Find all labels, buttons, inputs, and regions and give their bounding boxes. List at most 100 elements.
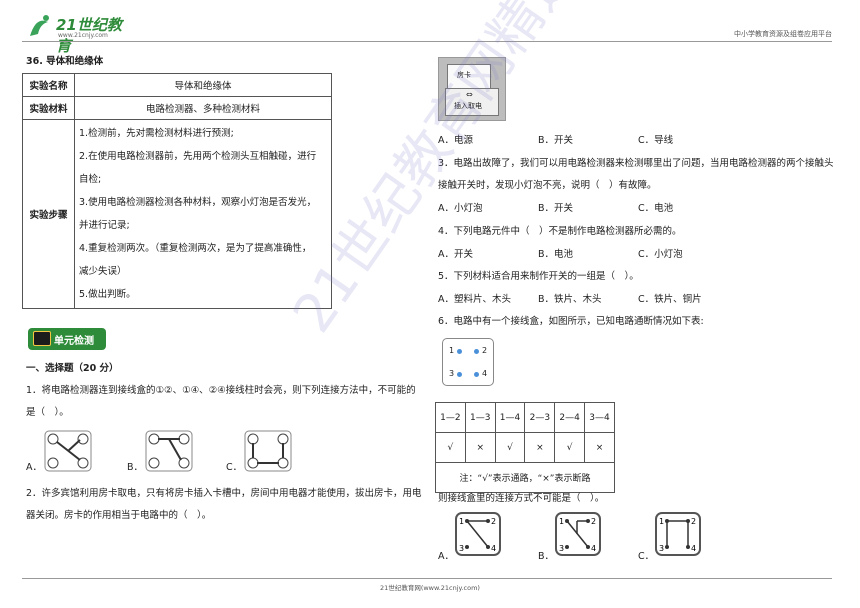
q6-diagram-a: 1 2 3 4: [455, 512, 501, 556]
q3-line: 接触开关时，发现小灯泡不亮，说明（ ）有故障。: [438, 180, 657, 191]
step-line: 2.在使用电路检测器前，先用两个检测头互相触碰，进行: [79, 151, 317, 162]
svg-text:4: 4: [491, 544, 496, 553]
card-bottom-text: 插入取电: [454, 102, 482, 110]
q1-line: 1．将电路检测器连到接线盒的①②、①④、②④接线柱时会亮，则下列连接方法中，不可…: [26, 385, 416, 396]
logo-sub-text: www.21cnjy.com: [58, 32, 108, 39]
step-line: 5.做出判断。: [79, 289, 136, 300]
conn-header: 2—4: [554, 402, 586, 433]
q2-line: 器关闭。房卡的作用相当于电路中的（ ）。: [26, 510, 212, 521]
q4-line: 4．下列电路元件中（ ）不是制作电路检测器所必需的。: [438, 226, 682, 237]
header-rule: [22, 41, 832, 42]
conn-note: 注：“√”表示通路，“×”表示断路: [435, 462, 615, 493]
svg-text:3: 3: [459, 544, 464, 553]
box-terminal-dot: [474, 372, 479, 377]
junction-box: 1 2 3 4: [442, 338, 494, 386]
box-terminal-dot: [457, 349, 462, 354]
q6-line: 则接线盒里的连接方式不可能是（ ）。: [438, 493, 605, 504]
conn-header: 3—4: [584, 402, 615, 433]
svg-text:1: 1: [559, 517, 564, 526]
q3-option[interactable]: B．开关: [538, 203, 574, 214]
q4-option[interactable]: B．电池: [538, 249, 574, 260]
q1-diagram-c: [244, 430, 292, 472]
q1-line: 是（ ）。: [26, 407, 69, 418]
box-terminal-label: 3: [449, 369, 455, 378]
svg-text:3: 3: [559, 544, 564, 553]
conn-value: √: [554, 432, 586, 463]
svg-text:1: 1: [659, 517, 664, 526]
connection-table: 1—2 1—3 1—4 2—3 2—4 3—4 √ × √ × √ × 注：“√…: [435, 402, 615, 493]
q1-option-label[interactable]: C．: [226, 462, 243, 473]
step-line: 减少失误）: [79, 266, 127, 277]
q4-option[interactable]: A．开关: [438, 249, 473, 260]
conn-value: ×: [584, 432, 615, 463]
step-line: 3.使用电路检测器检测各种材料，观察小灯泡是否发光，: [79, 197, 317, 208]
q3-option[interactable]: A．小灯泡: [438, 203, 483, 214]
q1-diagram-b: [145, 430, 193, 472]
q2-option[interactable]: A．电源: [438, 135, 473, 146]
box-terminal-label: 4: [482, 369, 488, 378]
header-right-text: 中小学教育资源及组卷应用平台: [734, 30, 832, 38]
q3-option[interactable]: C．电池: [638, 203, 674, 214]
conn-value: √: [494, 432, 526, 463]
q2-option[interactable]: B．开关: [538, 135, 574, 146]
room-card: 房卡: [447, 64, 491, 92]
logo: 21世纪教育 www.21cnjy.com: [26, 12, 136, 55]
card-slot-arrow-icon: ⇔: [466, 90, 473, 99]
q6-option-label[interactable]: B．: [538, 551, 555, 562]
step-line: 1.检测前，先对需检测材料进行预测;: [79, 128, 234, 139]
conn-header: 1—2: [435, 402, 466, 433]
q5-option[interactable]: A．塑料片、木头: [438, 294, 511, 305]
q5-option[interactable]: C．铁片、铜片: [638, 294, 702, 305]
conn-header: 1—3: [464, 402, 496, 433]
room-card-slot: 房卡 ⇔ 插入取电: [438, 57, 506, 121]
exp-key: 实验材料: [22, 96, 75, 120]
conn-header: 2—3: [524, 402, 556, 433]
unit-test-badge: 单元检测: [28, 328, 106, 350]
badge-label: 单元检测: [54, 336, 94, 347]
q4-option[interactable]: C．小灯泡: [638, 249, 683, 260]
box-terminal-label: 2: [482, 346, 488, 355]
q36-title: 36. 导体和绝缘体: [26, 56, 104, 67]
exp-value: 电路检测器、多种检测材料: [74, 96, 332, 120]
svg-text:2: 2: [491, 517, 496, 526]
q6-line: 6．电路中有一个接线盒，如图所示，已知电路通断情况如下表:: [438, 316, 704, 327]
q6-diagram-b: 1 2 3 4: [555, 512, 601, 556]
svg-text:4: 4: [691, 544, 696, 553]
q1-option-label[interactable]: A．: [26, 462, 42, 473]
box-terminal-dot: [474, 349, 479, 354]
q2-option[interactable]: C．导线: [638, 135, 674, 146]
exp-key: 实验名称: [22, 73, 75, 97]
svg-text:2: 2: [591, 517, 596, 526]
svg-text:1: 1: [459, 517, 464, 526]
svg-text:4: 4: [591, 544, 596, 553]
q1-option-label[interactable]: B．: [127, 462, 144, 473]
card-slot-panel: ⇔ 插入取电: [445, 88, 499, 116]
q6-diagram-c: 1 2 3 4: [655, 512, 701, 556]
step-line: 4.重复检测两次。（重复检测两次，是为了提高准确性，: [79, 243, 312, 254]
experiment-table: 实验名称导体和绝缘体 实验材料电路检测器、多种检测材料 实验步骤 1.检测前，先…: [22, 73, 332, 309]
q5-option[interactable]: B．铁片、木头: [538, 294, 602, 305]
exp-key: 实验步骤: [22, 119, 75, 309]
conn-header: 1—4: [494, 402, 526, 433]
exp-steps: 1.检测前，先对需检测材料进行预测; 2.在使用电路检测器前，先用两个检测头互相…: [74, 119, 332, 309]
q6-option-label[interactable]: C．: [638, 551, 655, 562]
part-title: 一、选择题（20 分）: [26, 363, 119, 374]
monitor-icon: [33, 331, 51, 346]
q6-option-label[interactable]: A．: [438, 551, 454, 562]
box-terminal-label: 1: [449, 346, 455, 355]
exp-value: 导体和绝缘体: [74, 73, 332, 97]
q2-line: 2．许多宾馆利用房卡取电，只有将房卡插入卡槽中，房间中用电器才能使用，拔出房卡，…: [26, 488, 422, 499]
logo-mark-icon: [30, 15, 49, 36]
conn-value: ×: [464, 432, 496, 463]
box-terminal-dot: [457, 372, 462, 377]
q1-diagram-a: [44, 430, 92, 472]
svg-text:3: 3: [659, 544, 664, 553]
footer-text: 21世纪教育网(www.21cnjy.com): [380, 584, 480, 592]
q5-line: 5．下列材料适合用来制作开关的一组是（ ）。: [438, 271, 639, 282]
step-line: 并进行记录;: [79, 220, 130, 231]
conn-value: √: [435, 432, 466, 463]
conn-value: ×: [524, 432, 556, 463]
card-top-text: 房卡: [457, 71, 471, 79]
footer-rule: [22, 578, 832, 579]
svg-text:2: 2: [691, 517, 696, 526]
